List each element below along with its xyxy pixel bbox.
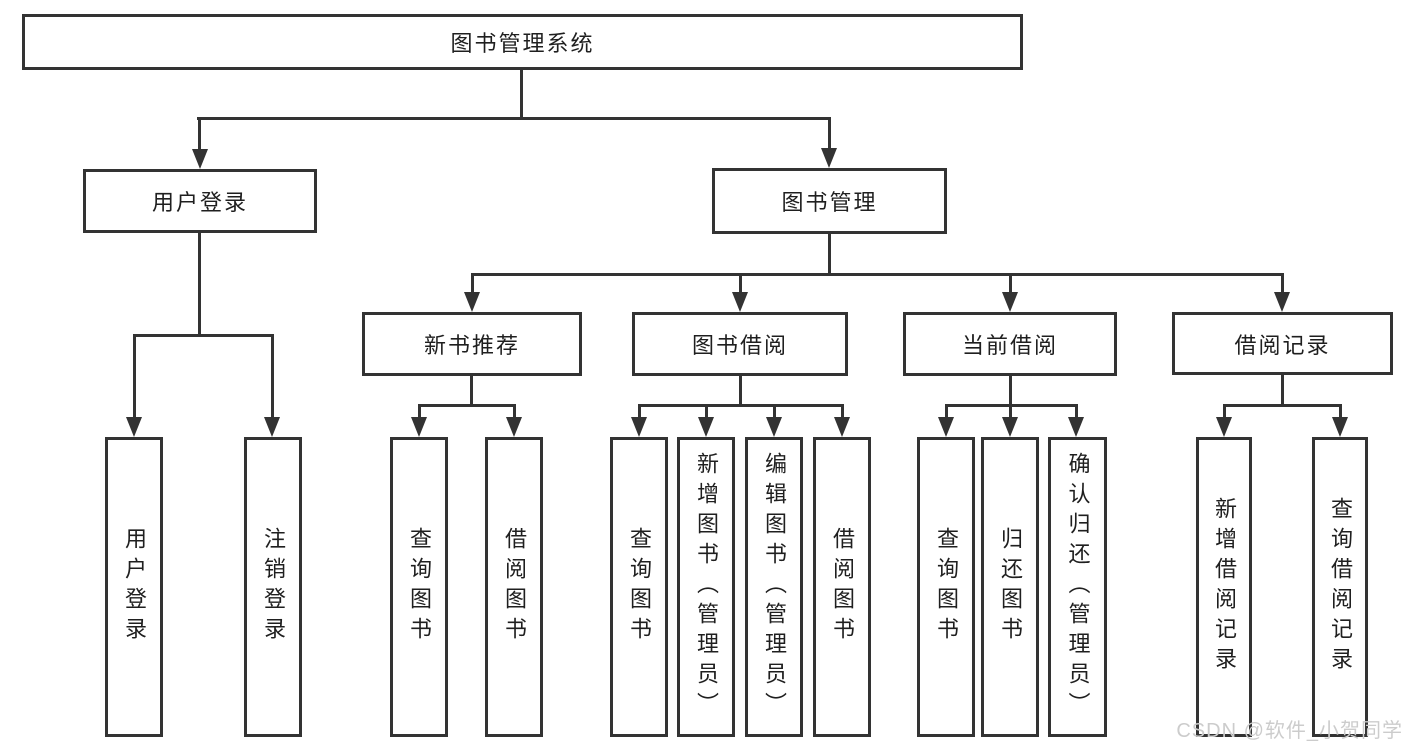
- arrow-down-icon: [1002, 292, 1018, 312]
- leaf-query-borrow-record-label: 查询借阅记录: [1328, 497, 1353, 677]
- leaf-user-login-label: 用户登录: [122, 527, 147, 647]
- node-user-login-label: 用户登录: [151, 190, 248, 215]
- connector-line: [638, 404, 844, 407]
- connector-line: [1009, 406, 1012, 417]
- leaf-edit-books-admin-label: 编辑图书（管理员）: [762, 452, 787, 722]
- connector-line: [945, 404, 1078, 407]
- arrow-down-icon: [1002, 417, 1018, 437]
- connector-line: [828, 119, 831, 148]
- leaf-edit-books-admin: 编辑图书（管理员）: [745, 437, 803, 737]
- leaf-add-borrow-record: 新增借阅记录: [1196, 437, 1252, 737]
- connector-line: [841, 406, 844, 417]
- node-book-borrow-label: 图书借阅: [691, 333, 788, 358]
- node-new-book-recommend-label: 新书推荐: [423, 333, 520, 358]
- connector-line: [1223, 404, 1342, 407]
- leaf-borrow-query-books: 查询图书: [610, 437, 668, 737]
- connector-line: [945, 406, 948, 417]
- node-book-borrow: 图书借阅: [632, 312, 848, 376]
- leaf-user-login: 用户登录: [105, 437, 163, 737]
- arrow-down-icon: [1274, 292, 1290, 312]
- leaf-add-books-admin-label: 新增图书（管理员）: [694, 452, 719, 722]
- connector-line: [418, 404, 516, 407]
- arrow-down-icon: [1216, 417, 1232, 437]
- arrow-down-icon: [1332, 417, 1348, 437]
- arrow-down-icon: [834, 417, 850, 437]
- arrow-down-icon: [411, 417, 427, 437]
- node-borrow-records: 借阅记录: [1172, 312, 1393, 375]
- leaf-recommend-borrow-books: 借阅图书: [485, 437, 543, 737]
- connector-line: [1009, 376, 1012, 407]
- connector-line: [638, 406, 641, 417]
- connector-line: [198, 119, 201, 149]
- leaf-add-borrow-record-label: 新增借阅记录: [1212, 497, 1237, 677]
- arrow-down-icon: [732, 292, 748, 312]
- connector-line: [1009, 275, 1012, 292]
- connector-line: [828, 234, 831, 276]
- leaf-add-books-admin: 新增图书（管理员）: [677, 437, 735, 737]
- connector-line: [520, 70, 523, 118]
- node-book-management: 图书管理: [712, 168, 947, 234]
- node-current-borrow-label: 当前借阅: [961, 333, 1058, 358]
- connector-line: [198, 233, 201, 337]
- connector-line: [1339, 406, 1342, 417]
- connector-line: [1223, 406, 1226, 417]
- leaf-query-borrow-record: 查询借阅记录: [1312, 437, 1368, 737]
- leaf-recommend-borrow-books-label: 借阅图书: [502, 527, 527, 647]
- arrow-down-icon: [938, 417, 954, 437]
- leaf-logout: 注销登录: [244, 437, 302, 737]
- node-new-book-recommend: 新书推荐: [362, 312, 582, 376]
- arrow-down-icon: [821, 148, 837, 168]
- arrow-down-icon: [264, 417, 280, 437]
- arrow-down-icon: [1068, 417, 1084, 437]
- connector-line: [773, 406, 776, 417]
- connector-line: [705, 406, 708, 417]
- connector-line: [471, 273, 1284, 276]
- arrow-down-icon: [126, 417, 142, 437]
- leaf-borrow-query-books-label: 查询图书: [627, 527, 652, 647]
- connector-line: [470, 376, 473, 407]
- connector-line: [133, 336, 136, 417]
- connector-line: [133, 334, 274, 337]
- leaf-borrow-books-label: 借阅图书: [830, 527, 855, 647]
- arrow-down-icon: [766, 417, 782, 437]
- arrow-down-icon: [698, 417, 714, 437]
- arrow-down-icon: [464, 292, 480, 312]
- leaf-recommend-query-books-label: 查询图书: [407, 527, 432, 647]
- leaf-confirm-return-admin-label: 确认归还（管理员）: [1065, 452, 1091, 722]
- leaf-logout-label: 注销登录: [261, 527, 286, 647]
- connector-line: [739, 376, 742, 407]
- arrow-down-icon: [631, 417, 647, 437]
- leaf-current-query-books: 查询图书: [917, 437, 975, 737]
- connector-line: [471, 275, 474, 292]
- connector-line: [1281, 275, 1284, 292]
- connector-line: [513, 406, 516, 417]
- watermark: CSDN @软件_小贺同学: [1176, 720, 1403, 742]
- leaf-return-books: 归还图书: [981, 437, 1039, 737]
- connector-line: [418, 406, 421, 417]
- leaf-borrow-books: 借阅图书: [813, 437, 871, 737]
- node-user-login: 用户登录: [83, 169, 317, 233]
- arrow-down-icon: [192, 149, 208, 169]
- node-current-borrow: 当前借阅: [903, 312, 1117, 376]
- connector-line: [1281, 375, 1284, 407]
- node-root: 图书管理系统: [22, 14, 1023, 70]
- connector-line: [739, 275, 742, 292]
- leaf-recommend-query-books: 查询图书: [390, 437, 448, 737]
- leaf-current-query-books-label: 查询图书: [934, 527, 959, 647]
- node-borrow-records-label: 借阅记录: [1234, 332, 1331, 358]
- connector-line: [1075, 406, 1078, 417]
- leaf-return-books-label: 归还图书: [998, 527, 1023, 647]
- leaf-confirm-return-admin: 确认归还（管理员）: [1048, 437, 1107, 737]
- connector-line: [271, 336, 274, 417]
- node-root-label: 图书管理系统: [450, 31, 595, 56]
- node-book-management-label: 图书管理: [781, 190, 878, 215]
- arrow-down-icon: [506, 417, 522, 437]
- connector-line: [197, 117, 831, 120]
